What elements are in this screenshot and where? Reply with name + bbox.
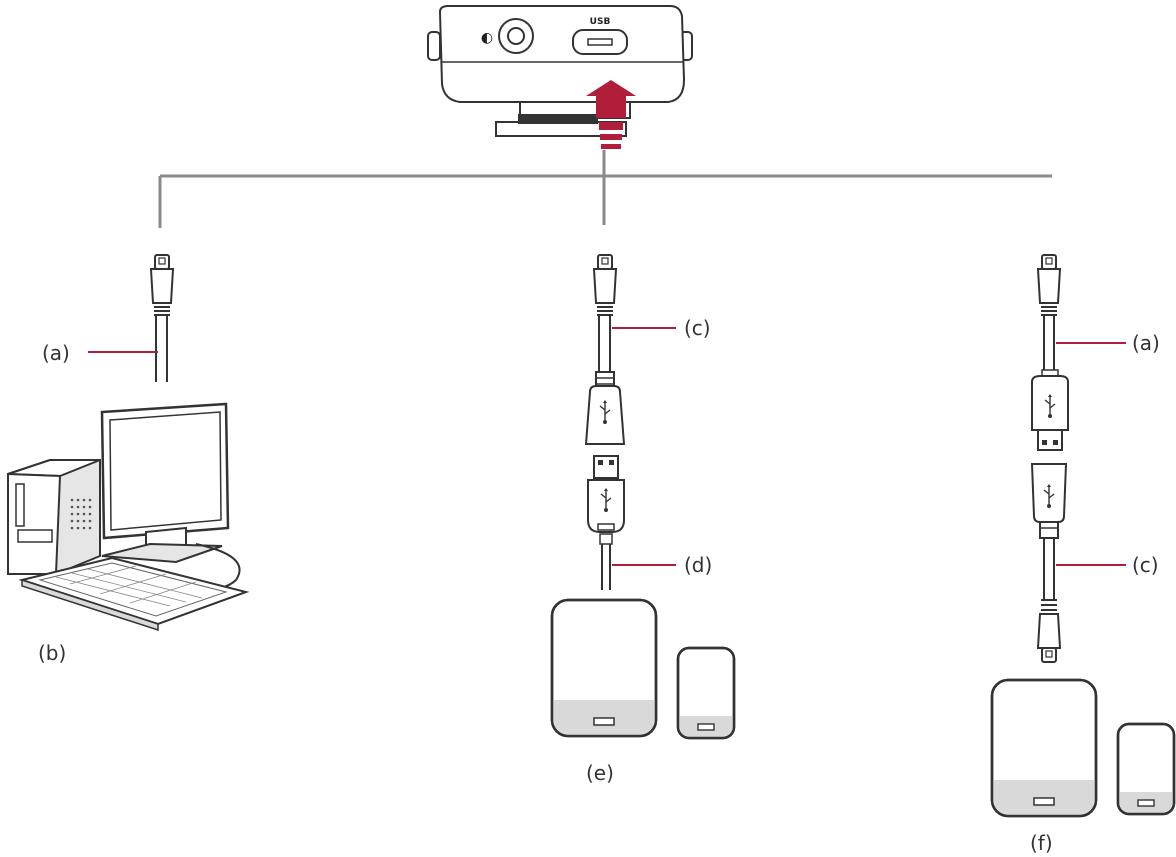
label-d: (d) <box>684 553 712 577</box>
micro-usb-connector-icon <box>1036 599 1062 663</box>
middle-branch: (c) (d) (e) <box>550 254 736 785</box>
usb-otg-adapter-icon <box>584 371 626 445</box>
label-a-right: (a) <box>1132 331 1160 355</box>
usb-otg-adapter-icon <box>1030 463 1068 539</box>
recorder-device: ◐ USB <box>427 5 693 137</box>
left-branch: (a) <box>7 254 250 665</box>
headphone-icon: ◐ <box>481 30 493 46</box>
label-a-left: (a) <box>42 341 70 365</box>
insert-arrow-icon <box>586 80 636 149</box>
usb-port-label: USB <box>590 17 611 27</box>
micro-usb-connector-icon <box>1037 254 1061 316</box>
micro-usb-connector-icon <box>150 254 174 316</box>
label-c-right: (c) <box>1132 553 1159 577</box>
label-b: (b) <box>38 641 66 665</box>
micro-usb-connector-icon <box>593 254 617 316</box>
tablet-icon <box>990 678 1098 818</box>
label-c-middle: (c) <box>684 316 711 340</box>
label-f: (f) <box>1030 831 1053 855</box>
smartphone-icon <box>676 646 736 740</box>
label-e: (e) <box>586 761 614 785</box>
connection-lines <box>158 150 1052 228</box>
usb-a-plug-icon <box>587 455 625 545</box>
right-branch: (a) (c) <box>990 254 1176 855</box>
usb-a-plug-icon <box>1031 369 1069 451</box>
desktop-computer-icon <box>7 402 250 632</box>
tablet-icon <box>550 598 658 738</box>
smartphone-icon <box>1116 722 1176 816</box>
